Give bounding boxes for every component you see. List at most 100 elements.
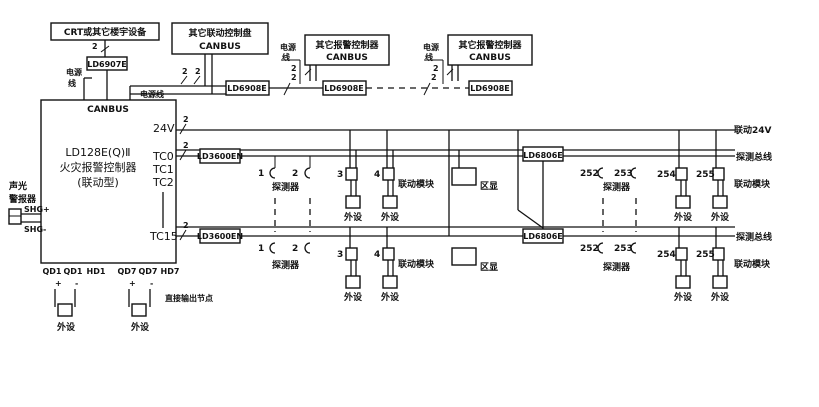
linkage-group-row2: 3 4 联动模块 外设 外设 (337, 227, 435, 303)
alarm-controller-2-label: 其它报警控制器 (458, 39, 522, 51)
mod-num-4b: 4 (374, 250, 380, 260)
out-minus-1: - (75, 279, 78, 288)
ld6908e-module-1: LD6908E (225, 80, 270, 96)
linkage-module-label-2: 联动模块 (398, 258, 435, 270)
crt-device-box: CRT或其它楼宇设备 (50, 22, 160, 41)
ld6907e-module: LD6907E (86, 56, 128, 71)
out-hd7: HD7 (161, 267, 180, 276)
ld3600en-module-1: LD3600EN (197, 148, 243, 164)
ld6908e-module-2: LD6908E (322, 80, 367, 96)
linkage-panel-canbus: CANBUS (199, 42, 241, 52)
power-short-2b: 线 (282, 52, 290, 62)
wire-count-f: 2 (433, 64, 439, 73)
ld3600en-1-label: LD3600EN (197, 152, 243, 161)
linkage-module-label-4: 联动模块 (734, 258, 771, 270)
siren-shg-minus: SHG- (24, 225, 46, 234)
wire-count-d: 2 (431, 73, 437, 82)
power-line-label: 电源线 (140, 89, 164, 99)
det-num-252a: 252 (580, 169, 599, 179)
linkage-group-right-row2: 254 255 联动模块 外设 外设 (657, 227, 771, 303)
out-qd1b: QD1 (63, 267, 82, 276)
det-num-1a: 1 (258, 169, 264, 179)
linkage-group-right-row1: 254 255 联动模块 外设 外设 (657, 130, 771, 223)
mod-num-255a: 255 (696, 170, 715, 180)
zone-display-2: 区显 (451, 247, 498, 273)
power-short-3a: 电源 (423, 42, 439, 52)
alarm-controller-box-2: 其它报警控制器 CANBUS (447, 34, 533, 66)
wire-count-b: 2 (195, 67, 201, 76)
controller-type: (联动型) (77, 175, 119, 189)
siren-shg-plus: SHG+ (24, 205, 50, 214)
detector-group-left-row2: 1 2 探测器 (258, 242, 311, 271)
ld3600en-module-2: LD3600EN (197, 228, 243, 244)
peripheral-out-2: 外设 (130, 321, 150, 333)
detector-dash-left (274, 198, 311, 232)
power-short-3b: 线 (425, 52, 433, 62)
peripheral-1: 外设 (343, 211, 363, 223)
main-controller: CANBUS LD128E(Q)Ⅱ 火灾报警控制器 (联动型) 24V TC0 … (40, 99, 180, 288)
siren-line1: 声光 (8, 180, 27, 192)
ld6806e-module-2: LD6806E (522, 228, 564, 244)
out-qd7b: QD7 (138, 267, 157, 276)
alarm-controller-box-1: 其它报警控制器 CANBUS (304, 34, 390, 66)
detector-group-left-row1: 1 2 探测器 (258, 156, 311, 193)
det-num-253a: 253 (614, 169, 633, 179)
out-plus-1: + (55, 279, 62, 288)
wire-count-24v: 2 (183, 115, 189, 124)
detector-label-4: 探测器 (603, 261, 631, 273)
wire-count-e: 2 (291, 64, 297, 73)
terminal-tc0: TC0 (152, 150, 174, 163)
mod-num-254a: 254 (657, 170, 676, 180)
ld3600en-2-label: LD3600EN (197, 232, 243, 241)
ld6907e-label: LD6907E (87, 60, 126, 69)
linkage-module-label-3: 联动模块 (734, 178, 771, 190)
det-num-2b: 2 (292, 244, 298, 254)
peripheral-5: 外设 (673, 211, 693, 223)
zone-label-2: 区显 (480, 262, 498, 273)
crt-label: CRT或其它楼宇设备 (64, 26, 147, 38)
direct-output-wiring: 直接输出节点 外设 外设 (54, 289, 213, 333)
linkage-panel-box: 其它联动控制盘 CANBUS (171, 22, 269, 55)
wire-count-crt: 2 (92, 42, 98, 51)
mod-num-255b: 255 (696, 250, 715, 260)
peripheral-7: 外设 (673, 291, 693, 303)
detect-bus-label-2: 探测总线 (736, 231, 772, 243)
peripheral-4: 外设 (380, 291, 400, 303)
terminal-tc2: TC2 (152, 176, 174, 189)
controller-model: LD128E(Q)Ⅱ (65, 146, 130, 159)
alarm-controller-2-canbus: CANBUS (469, 53, 511, 63)
detector-label-2: 探测器 (272, 259, 300, 271)
mod-num-3b: 3 (337, 250, 343, 260)
wire-count-a: 2 (182, 67, 188, 76)
mod-num-4a: 4 (374, 170, 380, 180)
detector-label-3: 探测器 (603, 181, 631, 193)
wire-count-tc0: 2 (183, 141, 189, 150)
out-qd7a: QD7 (117, 267, 136, 276)
terminal-tc1: TC1 (152, 163, 174, 176)
det-num-252b: 252 (580, 244, 599, 254)
detector-label-1: 探测器 (272, 181, 300, 193)
linkage-24v-label: 联动24V (734, 124, 772, 136)
linkage-panel-label: 其它联动控制盘 (188, 27, 251, 39)
power-short-1b: 线 (68, 78, 76, 88)
ld6908e-1-label: LD6908E (227, 84, 266, 93)
ld6806e-1-label: LD6806E (523, 151, 562, 160)
ld6806e-wiring (517, 130, 544, 229)
out-qd1a: QD1 (42, 267, 61, 276)
wire-count-tc15: 2 (183, 221, 189, 230)
siren-line2: 警报器 (9, 193, 37, 205)
top-wiring (83, 40, 469, 100)
linkage-group-row1: 3 4 联动模块 外设 外设 (337, 130, 435, 223)
linkage-module-label-1: 联动模块 (398, 178, 435, 190)
detector-group-right-row2: 252 253 探测器 (580, 242, 637, 273)
siren: 声光 警报器 SHG+ SHG- (8, 180, 50, 234)
peripheral-out-1: 外设 (56, 321, 76, 333)
controller-name: 火灾报警控制器 (60, 160, 137, 174)
ld6908e-module-3: LD6908E (468, 80, 513, 96)
detect-bus-label-1: 探测总线 (736, 151, 772, 163)
ld6806e-2-label: LD6806E (523, 232, 562, 241)
power-short-2a: 电源 (280, 42, 296, 52)
peripheral-8: 外设 (710, 291, 730, 303)
detector-group-right-row1: 252 253 探测器 (580, 167, 637, 232)
